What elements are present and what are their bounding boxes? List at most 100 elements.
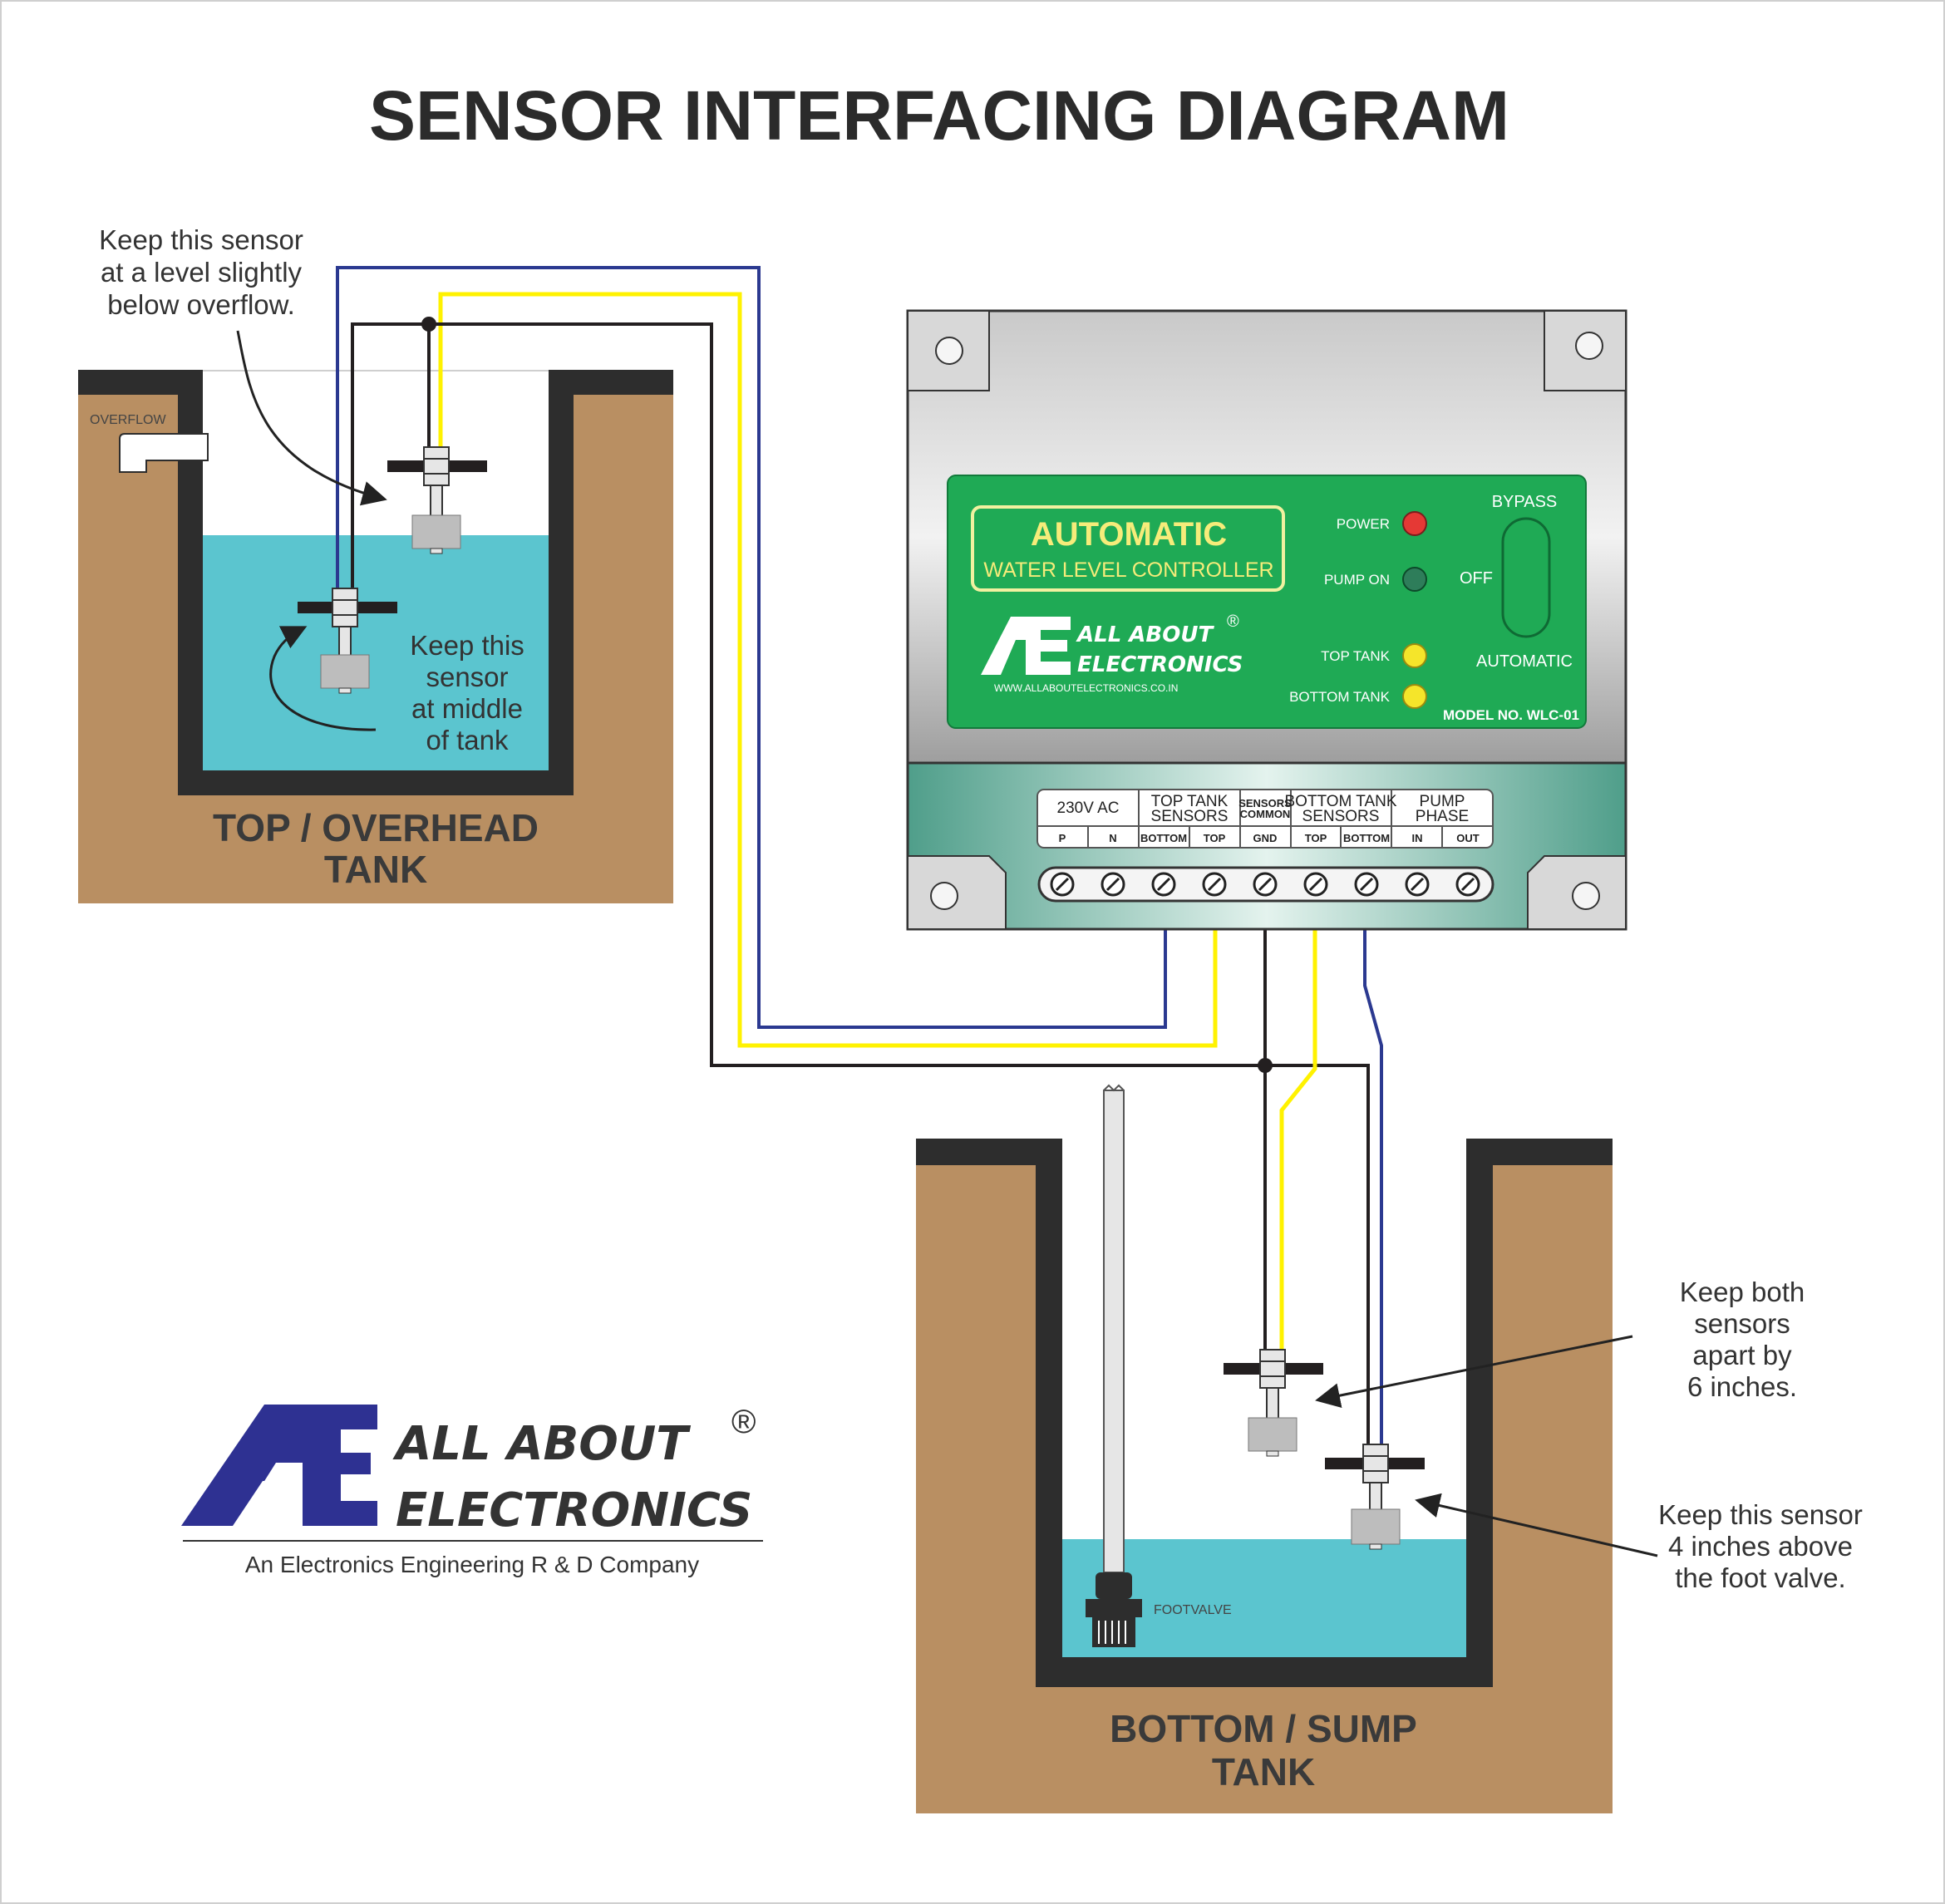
group-label-bottom-tank-1: BOTTOM TANK xyxy=(1284,793,1396,810)
logo-mark-a xyxy=(181,1405,341,1526)
terminal-label-n: N xyxy=(1109,832,1116,844)
arrow-sensors-apart xyxy=(1315,1335,1633,1408)
terminal-label-out: OUT xyxy=(1456,832,1480,844)
logo-line-2: ELECTRONICS xyxy=(396,1483,752,1537)
note-middle-line-4: of tank xyxy=(426,725,509,755)
wire-bottom-tank-bottom xyxy=(1363,899,1383,1446)
mode-switch[interactable] xyxy=(1501,517,1551,638)
switch-label-bypass: BYPASS xyxy=(1492,493,1558,511)
float-sensor-top-tank-upper xyxy=(387,446,487,554)
footvalve-label: FOOTVALVE xyxy=(1154,1603,1232,1617)
front-panel xyxy=(947,475,1587,729)
logo-line-1: ALL ABOUT xyxy=(392,1417,691,1471)
controller-box: AUTOMATIC WATER LEVEL CONTROLLER ALL ABO… xyxy=(906,309,1627,931)
led-top-tank xyxy=(1402,643,1427,668)
panel-logo-mark xyxy=(981,617,1071,675)
group-label-pump-1: PUMP xyxy=(1420,793,1465,810)
panel-website: WWW.ALLABOUTELECTRONICS.CO.IN xyxy=(994,682,1178,694)
terminal-label-bottom-bottom: BOTTOM xyxy=(1343,832,1390,844)
wire-bottom-tank-top xyxy=(1279,899,1317,1351)
group-label-common-2: COMMON xyxy=(1240,808,1291,820)
top-tank-label-2: TANK xyxy=(324,848,427,891)
group-label-pump-2: PHASE xyxy=(1416,808,1469,825)
terminal-screw-slot xyxy=(1359,877,1374,892)
terminal-label-top-bottom: BOTTOM xyxy=(1140,832,1187,844)
panel-subtitle: WATER LEVEL CONTROLLER xyxy=(983,558,1273,582)
overflow-pipe xyxy=(119,433,209,473)
panel-brand-line-2: ELECTRONICS xyxy=(1077,652,1243,677)
panel-registered: ® xyxy=(1227,613,1239,631)
arrow-middle-sensor xyxy=(269,626,377,731)
screw-hole-tr xyxy=(1575,332,1603,360)
led-pump-on xyxy=(1402,567,1427,592)
terminal-label-gnd: GND xyxy=(1253,832,1278,844)
note-top-line-3: below overflow. xyxy=(107,289,295,320)
top-tank-water xyxy=(203,535,549,770)
panel-brand-line-1: ALL ABOUT xyxy=(1076,622,1214,647)
indicator-label-pump-on: PUMP ON xyxy=(1324,572,1390,588)
wire-top-tank-bottom xyxy=(336,266,1167,1029)
note-apart-line-1: Keep both xyxy=(1680,1277,1805,1307)
led-bottom-tank xyxy=(1402,684,1427,709)
bottom-tank-label-1: BOTTOM / SUMP xyxy=(1110,1707,1417,1750)
terminal-screw-slot xyxy=(1207,877,1222,892)
pipe-cut-end xyxy=(1103,1084,1125,1092)
terminal-screw-slot xyxy=(1308,877,1323,892)
note-middle-sensor: Keep this sensor at middle of tank xyxy=(269,626,524,755)
terminal-screws xyxy=(1050,872,1480,897)
led-power xyxy=(1402,511,1427,536)
junction-bottom xyxy=(1258,1058,1273,1073)
foot-valve-body xyxy=(1086,1599,1142,1617)
note-top-line-1: Keep this sensor xyxy=(99,224,303,255)
group-label-common-1: SENSORS xyxy=(1238,797,1292,809)
float-sensor-bottom-tank-upper xyxy=(1224,1349,1323,1457)
foot-valve-pipe: FOOTVALVE xyxy=(1086,1084,1232,1647)
terminal-label-in: IN xyxy=(1412,832,1423,844)
logo-tagline: An Electronics Engineering R & D Company xyxy=(245,1552,699,1577)
terminal-screw-slot xyxy=(1410,877,1425,892)
group-label-top-tank-1: TOP TANK xyxy=(1151,793,1229,810)
top-tank-label-1: TOP / OVERHEAD xyxy=(213,806,539,849)
terminal-label-p: P xyxy=(1059,832,1066,844)
terminal-screw-slot xyxy=(1105,877,1120,892)
note-above-line-2: 4 inches above xyxy=(1668,1531,1853,1562)
group-label-top-tank-2: SENSORS xyxy=(1151,808,1229,825)
arrow-above-footvalve xyxy=(1415,1493,1658,1557)
note-apart-line-4: 6 inches. xyxy=(1687,1371,1797,1402)
logo-mark-e-bottom xyxy=(313,1501,377,1526)
wiring xyxy=(336,266,1383,1446)
terminal-label-top-top: TOP xyxy=(1204,832,1226,844)
note-middle-line-2: sensor xyxy=(426,662,508,692)
note-above-footvalve: Keep this sensor 4 inches above the foot… xyxy=(1415,1493,1863,1593)
screw-hole-tl xyxy=(935,337,963,365)
group-label-bottom-tank-2: SENSORS xyxy=(1302,808,1380,825)
bottom-tank-label-2: TANK xyxy=(1212,1750,1315,1793)
company-logo: ALL ABOUT ELECTRONICS ® An Electronics E… xyxy=(181,1404,763,1577)
note-middle-line-3: at middle xyxy=(411,693,523,724)
screw-hole-bl xyxy=(930,882,958,910)
terminal-screw-slot xyxy=(1258,877,1273,892)
indicator-label-top-tank: TOP TANK xyxy=(1321,648,1390,664)
note-above-line-1: Keep this sensor xyxy=(1658,1499,1863,1530)
terminal-label-table xyxy=(1037,789,1494,849)
note-top-sensor: Keep this sensor at a level slightly bel… xyxy=(99,224,387,506)
switch-label-automatic: AUTOMATIC xyxy=(1476,652,1573,671)
logo-mark-e-top xyxy=(313,1405,377,1429)
suction-pipe xyxy=(1103,1090,1125,1573)
note-sensors-apart: Keep both sensors apart by 6 inches. xyxy=(1315,1277,1805,1408)
junction-top xyxy=(421,317,436,332)
note-top-line-2: at a level slightly xyxy=(101,257,303,288)
strainer-slots xyxy=(1098,1621,1126,1644)
arrow-top-sensor xyxy=(236,330,387,506)
float-sensor-bottom-tank-lower xyxy=(1325,1444,1425,1550)
top-tank: OVERFLOW TOP / OVERHEAD TANK xyxy=(78,370,673,903)
group-label-230v: 230V AC xyxy=(1057,799,1120,817)
screw-hole-br xyxy=(1572,882,1600,910)
terminal-table-grid xyxy=(1037,790,1493,848)
page-title: SENSOR INTERFACING DIAGRAM xyxy=(369,76,1509,155)
wire-top-tank-common xyxy=(351,322,1265,1067)
overflow-label: OVERFLOW xyxy=(90,413,166,427)
